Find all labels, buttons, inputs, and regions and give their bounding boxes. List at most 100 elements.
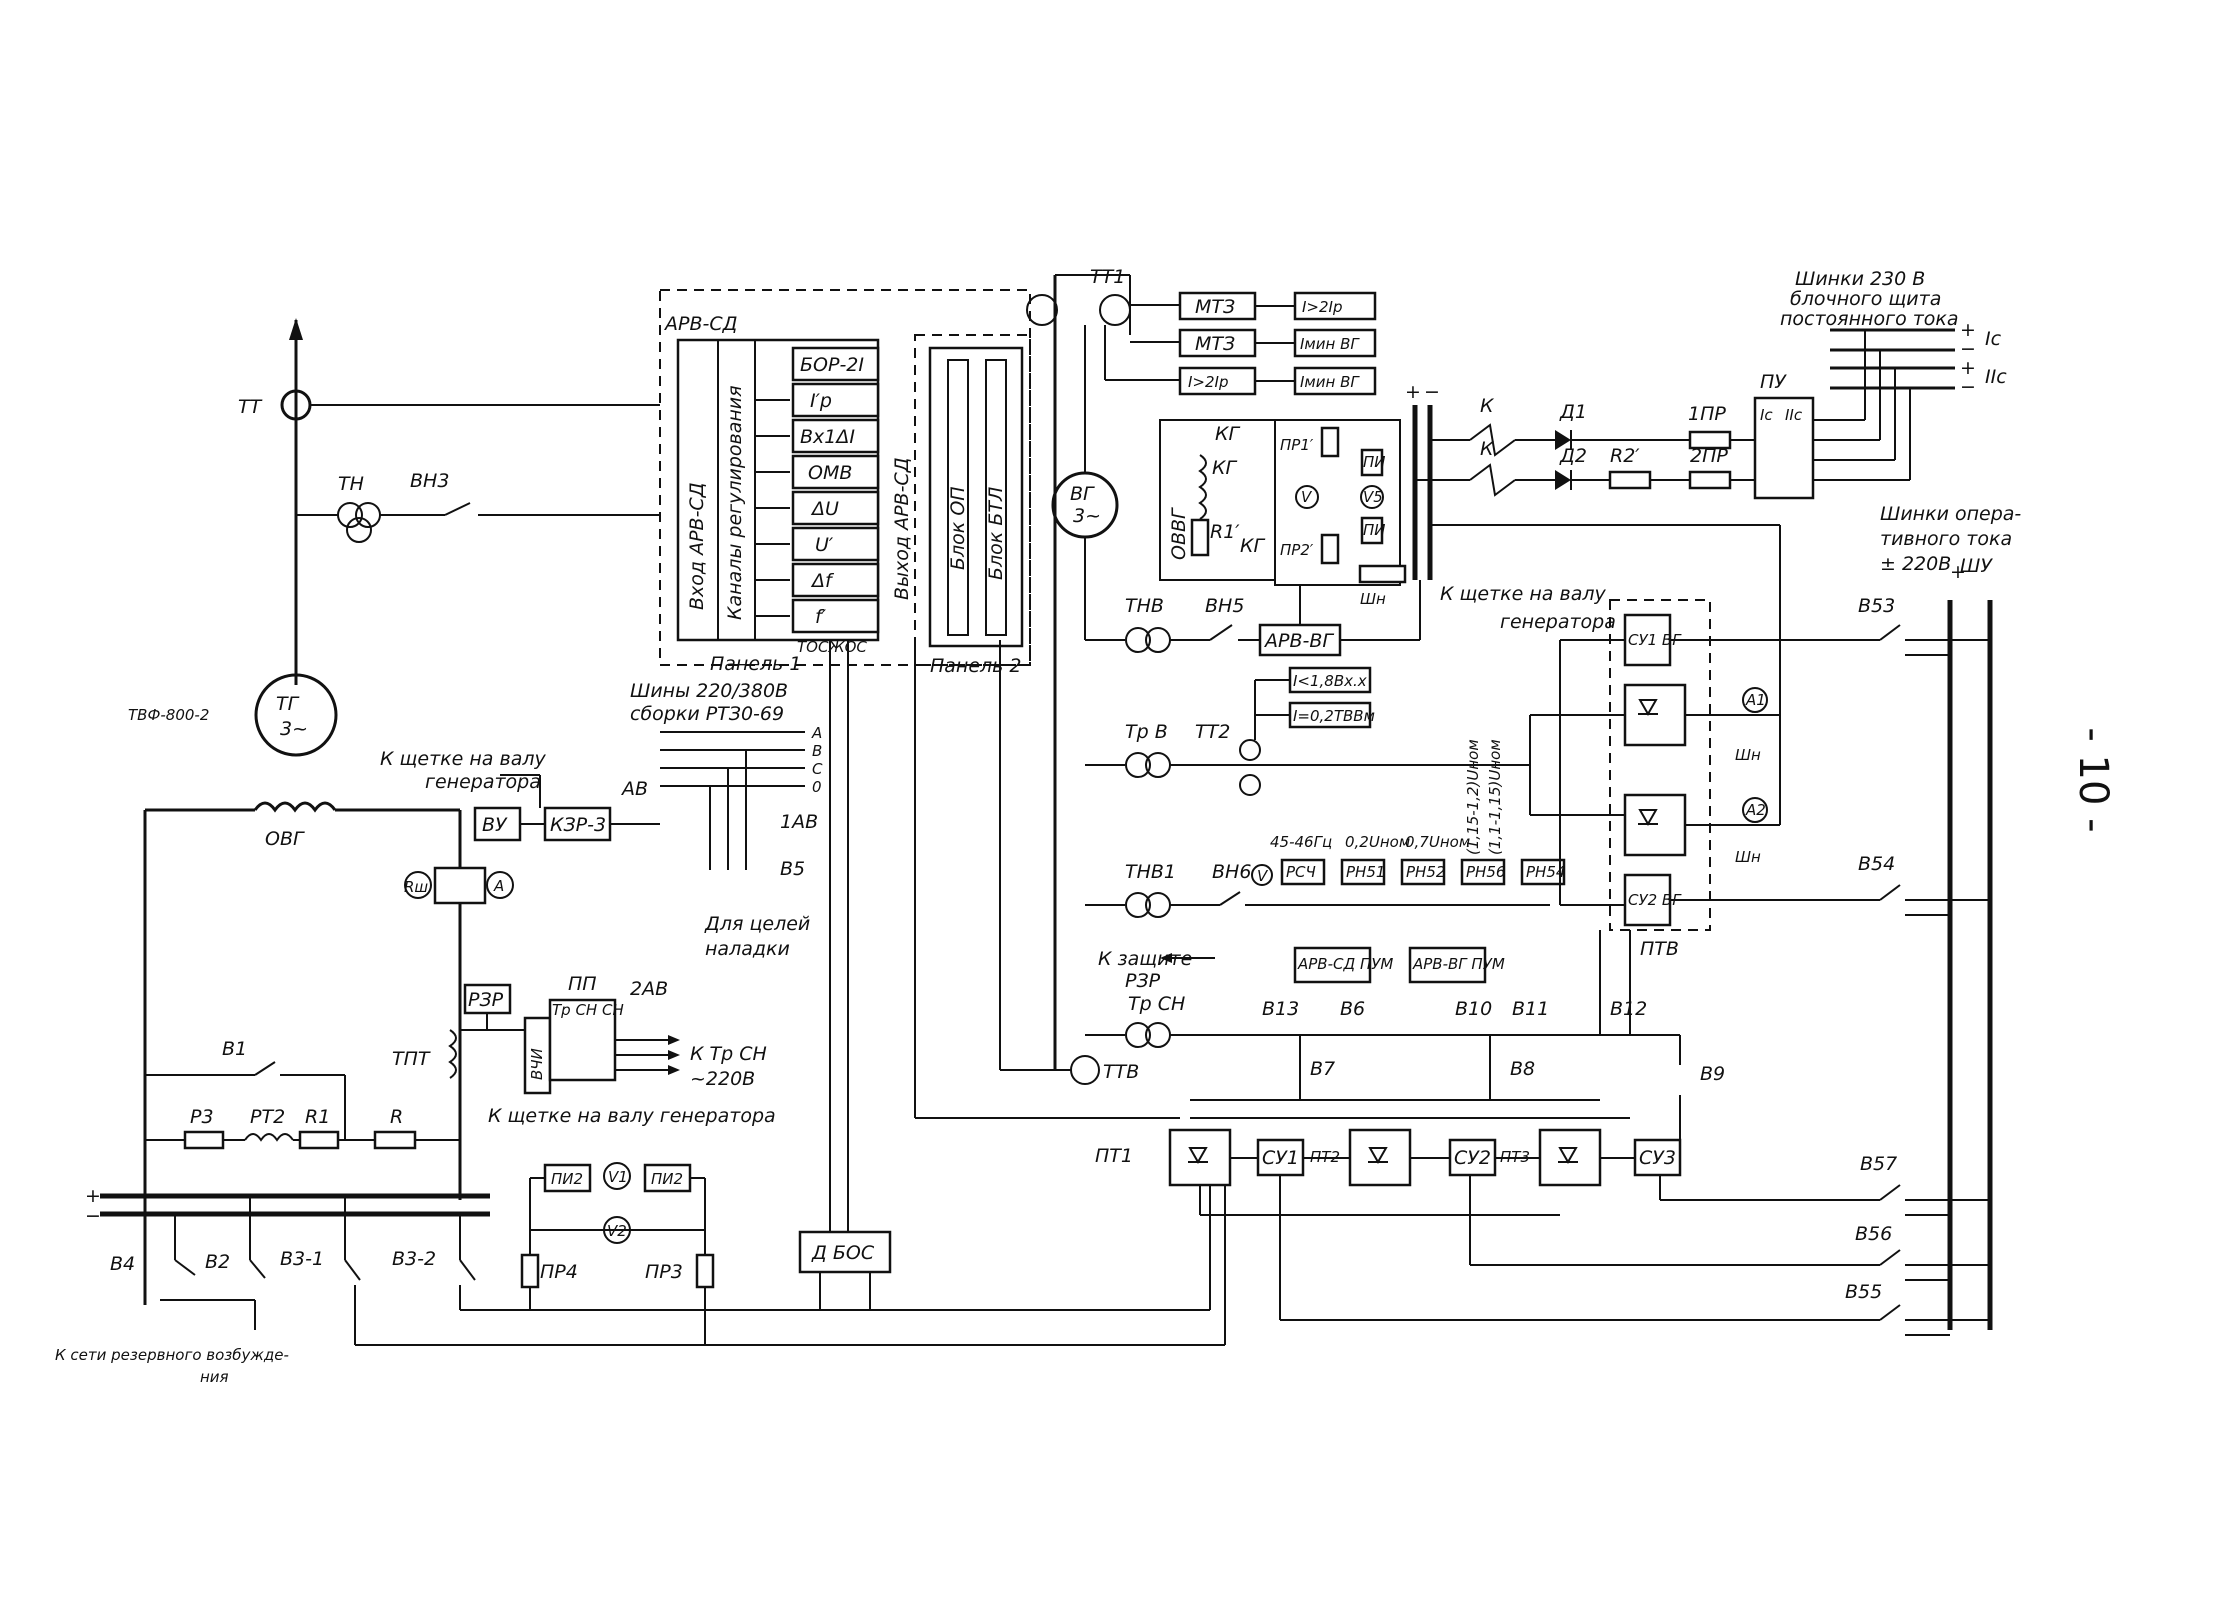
- panel-1-module-list: БОР-2I I′р Вх1ΔI ОМВ ΔU U′ Δf f′ ТОСЖОС: [791, 346, 880, 656]
- pt1-label: ПТ1: [1095, 1145, 1133, 1167]
- rsh-meter: [404, 871, 432, 899]
- phase-a: А: [811, 724, 822, 742]
- tnv1-voltmeter: V: [1257, 867, 1269, 885]
- module-omv: ОМВ: [808, 462, 852, 484]
- vn5-label: ВН5: [1205, 595, 1244, 617]
- ovvg-block: ОВВГ КГ КГ КГ R1′ ПР1′ ПР2′ V V5 ПИ ПИ Ш…: [1159, 381, 1616, 633]
- brush-note-left-2: генератора: [425, 771, 541, 793]
- sh1-label: Шн: [1735, 746, 1761, 764]
- right-mid: ТНВ ВН5 АРВ-ВГ Тр В ТТ2 I<1,8Вх.х I=0,2Т…: [1085, 524, 1990, 960]
- b13-label: В13: [1262, 998, 1299, 1020]
- brush-note-lower: К щетке на валу генератора: [488, 1105, 776, 1127]
- pu-ic-label: Iс: [1760, 406, 1773, 424]
- r1p-label: R1′: [1210, 521, 1240, 543]
- vchi-label: ВЧИ: [528, 1048, 546, 1080]
- u3-label: (1,15-1,2)Uном: [1464, 739, 1482, 855]
- minus-left: −: [85, 1205, 101, 1227]
- pi2a-label: ПИ2: [551, 1170, 583, 1188]
- arv-vg-label: АРВ-ВГ: [1263, 630, 1334, 652]
- b53-label: В53: [1858, 595, 1895, 617]
- b6-label: В6: [1340, 998, 1365, 1020]
- ab2-label: 2АВ: [630, 978, 668, 1000]
- tt-label: ТТ: [238, 396, 263, 418]
- dc-plus-1: +: [1960, 319, 1976, 341]
- r3-label: Р3: [190, 1106, 214, 1128]
- main-generator: [254, 673, 338, 757]
- u4-label: (1,1-1,15)Uном: [1486, 739, 1504, 855]
- dc-buses-title-1: Шинки 230 В: [1795, 268, 1925, 290]
- v2-switch-label: В2: [205, 1251, 230, 1273]
- module-tos: ТОСЖОС: [797, 638, 867, 656]
- buses-220-title: Шины 220/380В: [630, 680, 788, 702]
- dc-supply: К Д1 1ПР К Д2 R2′ 2ПР ПУ Iс IIс Шин: [1415, 268, 2007, 500]
- b8-label: В8: [1510, 1058, 1535, 1080]
- generator-model: ТВФ-800-2: [128, 706, 209, 724]
- b10-label: В10: [1455, 998, 1492, 1020]
- block-op-label: Блок ОП: [947, 486, 969, 570]
- dc-buses-title-3: постоянного тока: [1780, 308, 1959, 330]
- to-trsn-label: К Тр СН: [690, 1043, 767, 1065]
- k2-label: К: [1480, 438, 1495, 460]
- phase-c: С: [812, 760, 823, 778]
- pr1-label: 1ПР: [1688, 403, 1726, 425]
- d2-label: Д2: [1559, 445, 1587, 467]
- ptv-label: ПТВ: [1640, 938, 1679, 960]
- pt2-label: РТ2: [250, 1106, 285, 1128]
- brush-note-right-1: К щетке на валу: [1440, 583, 1606, 605]
- panel-1-title: АРВ-СД: [663, 313, 737, 335]
- vn6-label: ВН6: [1212, 861, 1251, 883]
- rsh-label: Rш: [404, 878, 428, 896]
- arrow-up-icon: [289, 318, 303, 340]
- buses-220: Шины 220/380В сборки РТЗ0-69 А В С 0 АВ …: [620, 680, 823, 960]
- phase-b: В: [812, 742, 822, 760]
- r1-label: R1: [305, 1106, 330, 1128]
- arv-sd-pum-label: АРВ-СД ПУМ: [1297, 955, 1393, 973]
- dc-minus-1: −: [1960, 338, 1976, 360]
- trv-label: Тр В: [1125, 721, 1168, 743]
- generator-phase: 3~: [280, 718, 308, 740]
- dc-plus-2: +: [1960, 357, 1976, 379]
- pr2p-label: ПР2′: [1280, 541, 1314, 559]
- panel-1-caption: Панель 1: [710, 653, 802, 675]
- pp-contacts-label: Тр СН СН: [552, 1001, 624, 1019]
- relay-rsch: РСЧ: [1286, 863, 1316, 881]
- dc-minus-2: −: [1960, 376, 1976, 398]
- relay-rn56: РН56: [1466, 863, 1505, 881]
- kg3-label: КГ: [1240, 535, 1265, 557]
- r-label: R: [390, 1106, 403, 1128]
- su1-label: СУ1: [1262, 1147, 1299, 1169]
- trsn-label: Тр СН: [1128, 993, 1185, 1015]
- tn-label: ТН: [338, 473, 364, 495]
- protection-block: ТТ1 МТЗ I>2Iр МТЗ Iмин ВГ I>2Iр Iмин ВГ …: [1026, 266, 1377, 1070]
- panel-1-input-label: Вход АРВ-СД: [686, 482, 708, 610]
- adjustment-note-2: наладки: [705, 938, 790, 960]
- left-exciter: ОВГ ВУ КЗР-3 К щетке на валу генератора …: [143, 748, 660, 1305]
- relay-rn54: РН54: [1526, 863, 1565, 881]
- b55-label: В55: [1845, 1281, 1882, 1303]
- k1-label: К: [1480, 395, 1495, 417]
- pi2b-label: ПИ2: [651, 1170, 683, 1188]
- generator-line: ТТ ТН ВН3 ТГ 3~ ТВФ-800-2: [128, 318, 660, 757]
- op-buses-plus: +: [1950, 561, 1966, 583]
- block-btl-label: Блок БТЛ: [985, 487, 1007, 580]
- ab1-label: 1АВ: [780, 811, 818, 833]
- pr4-label: ПР4: [540, 1261, 578, 1283]
- v3-1-label: В3-1: [280, 1248, 324, 1270]
- u2-label: 0,7Uном: [1405, 833, 1470, 851]
- ovvg-plus: +: [1405, 381, 1421, 403]
- reserve-note-2: ния: [200, 1368, 229, 1386]
- kzr-label: КЗР-3: [550, 814, 606, 836]
- b9-label: В9: [1700, 1063, 1725, 1085]
- op-buses-title-1: Шинки опера-: [1880, 503, 2021, 525]
- brush-note-right-2: генератора: [1500, 611, 1616, 633]
- set-b-label: I=0,2ТВВм: [1293, 707, 1375, 725]
- tt2-label: ТТ2: [1195, 721, 1230, 743]
- phase-0: 0: [812, 778, 822, 796]
- panel-1-output-label: Выход АРВ-СД: [891, 457, 913, 600]
- mtz2-label: МТЗ: [1195, 333, 1235, 355]
- b11-label: В11: [1512, 998, 1549, 1020]
- panel-1: АРВ-СД Вход АРВ-СД Каналы регулирования …: [659, 289, 1031, 675]
- pr1p-label: ПР1′: [1280, 436, 1314, 454]
- set4-label: Iмин ВГ: [1300, 373, 1360, 391]
